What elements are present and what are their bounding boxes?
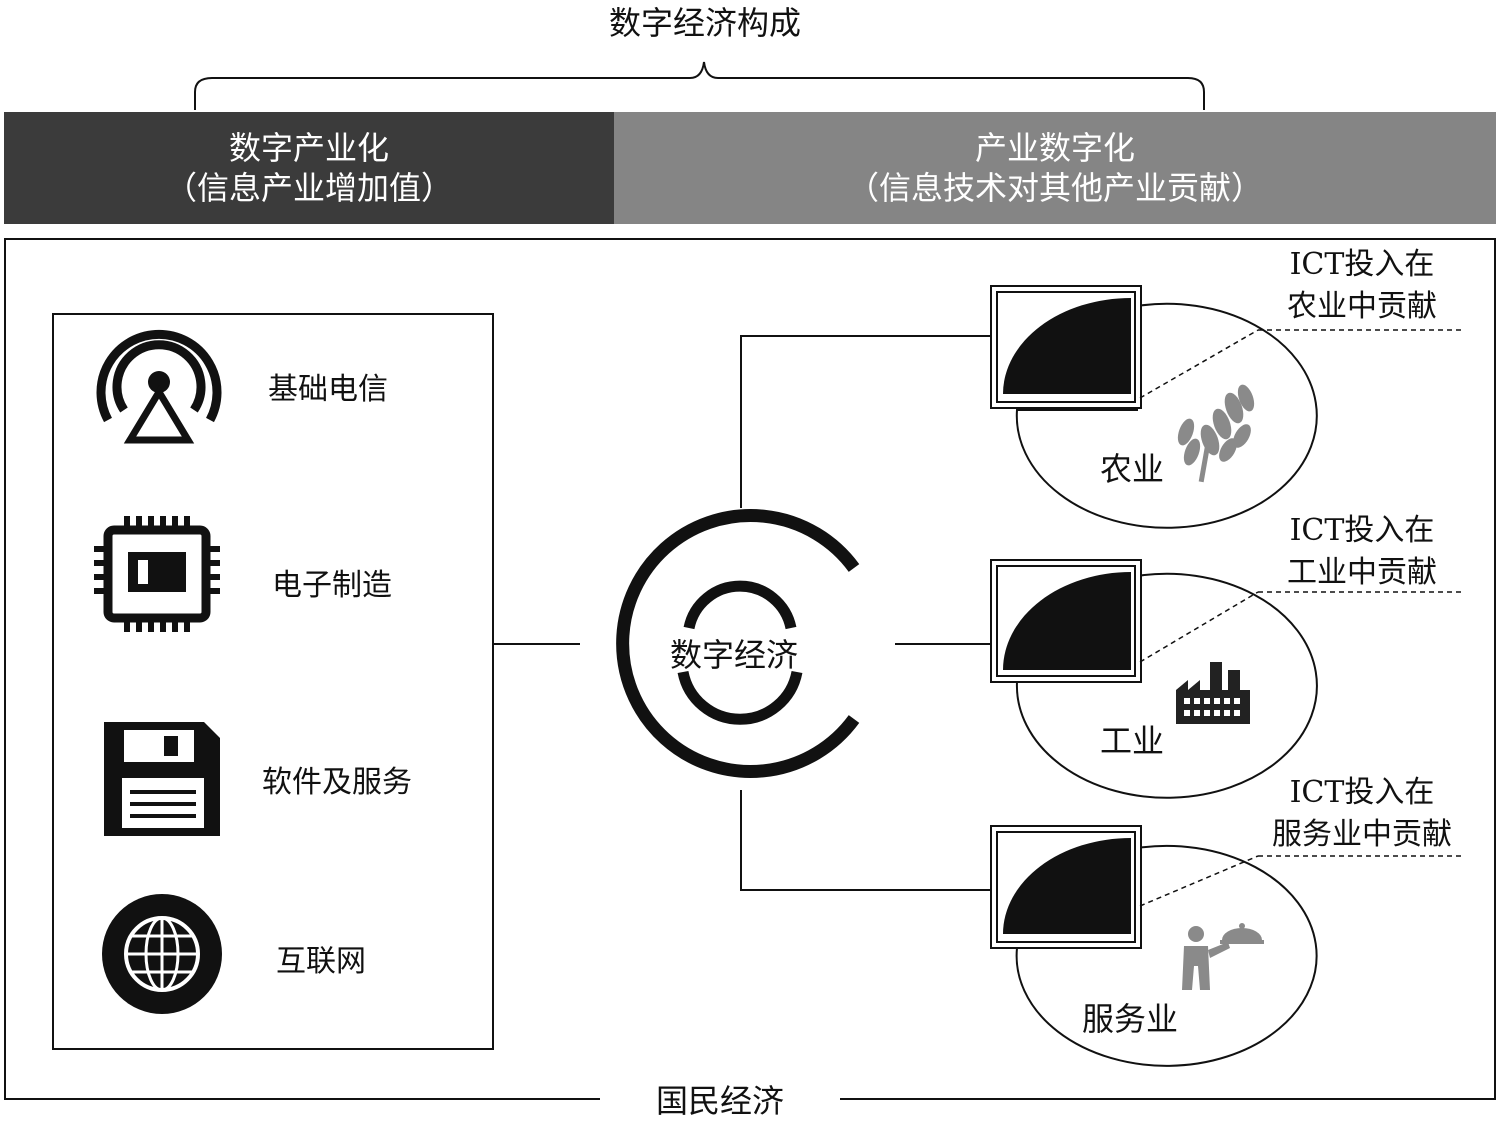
sector-services-graphic (990, 825, 1462, 1067)
item-label-software: 软件及服务 (262, 765, 412, 800)
ict-label-agriculture: ICT投入在 农业中贡献 (1262, 244, 1462, 328)
diagram-title: 数字经济构成 (608, 4, 801, 42)
sector-label-industry: 工业 (1100, 722, 1165, 760)
top-brace (194, 61, 1205, 110)
item-label-telecom: 基础电信 (268, 372, 388, 407)
band-digital-industrialization: 数字产业化 （信息产业增加值） (4, 112, 614, 224)
sector-ellipse (1015, 572, 1318, 799)
quadrant-fill (1003, 838, 1131, 934)
wheat-icon (1177, 384, 1255, 483)
ict-line1: ICT投入在 (1289, 513, 1435, 548)
digital-industry-panel (52, 313, 494, 1050)
sector-agriculture-graphic (990, 285, 1462, 529)
ict-line1: ICT投入在 (1289, 247, 1435, 282)
sector-ellipse (1015, 844, 1318, 1067)
microchip-icon (94, 516, 220, 632)
quadrant-fill (1003, 298, 1131, 394)
band-industrial-digitalization: 产业数字化 （信息技术对其他产业贡献） (614, 112, 1496, 224)
radio-tower-icon (96, 329, 222, 444)
national-economy-label: 国民经济 (600, 1076, 840, 1122)
inner-ring-bottom (677, 670, 803, 725)
waiter-icon (1182, 923, 1264, 990)
band-left-subtitle: （信息产业增加值） (164, 169, 453, 207)
ict-leader-line (1139, 855, 1259, 907)
factory-icon (1176, 662, 1250, 724)
floppy-disk-icon (104, 722, 220, 836)
ict-line2: 服务业中贡献 (1272, 817, 1452, 852)
center-label: 数字经济 (670, 636, 799, 674)
sector-industry-graphic (990, 559, 1462, 799)
band-right-subtitle: （信息技术对其他产业贡献） (846, 169, 1263, 207)
sector-label-agriculture: 农业 (1100, 450, 1165, 488)
band-right-title: 产业数字化 (974, 129, 1135, 167)
ict-leader-line (1139, 591, 1259, 663)
outer-ring (616, 509, 860, 778)
ict-label-services: ICT投入在 服务业中贡献 (1258, 772, 1466, 856)
ict-leader-line (1139, 329, 1259, 399)
globe-icon (102, 894, 222, 1014)
ict-line1: ICT投入在 (1289, 775, 1435, 810)
connector-down (740, 790, 990, 891)
ict-label-industry: ICT投入在 工业中贡献 (1262, 510, 1462, 594)
band-left-title: 数字产业化 (228, 129, 389, 167)
ict-line2: 农业中贡献 (1287, 289, 1437, 324)
item-label-electronics: 电子制造 (272, 568, 392, 603)
sector-label-services: 服务业 (1082, 1000, 1179, 1038)
quadrant-fill (1003, 572, 1131, 670)
inner-ring-top (683, 580, 797, 630)
ict-line2: 工业中贡献 (1287, 555, 1437, 590)
sector-ellipse (1015, 302, 1318, 529)
item-label-internet: 互联网 (276, 944, 366, 979)
connector-up (740, 335, 990, 508)
